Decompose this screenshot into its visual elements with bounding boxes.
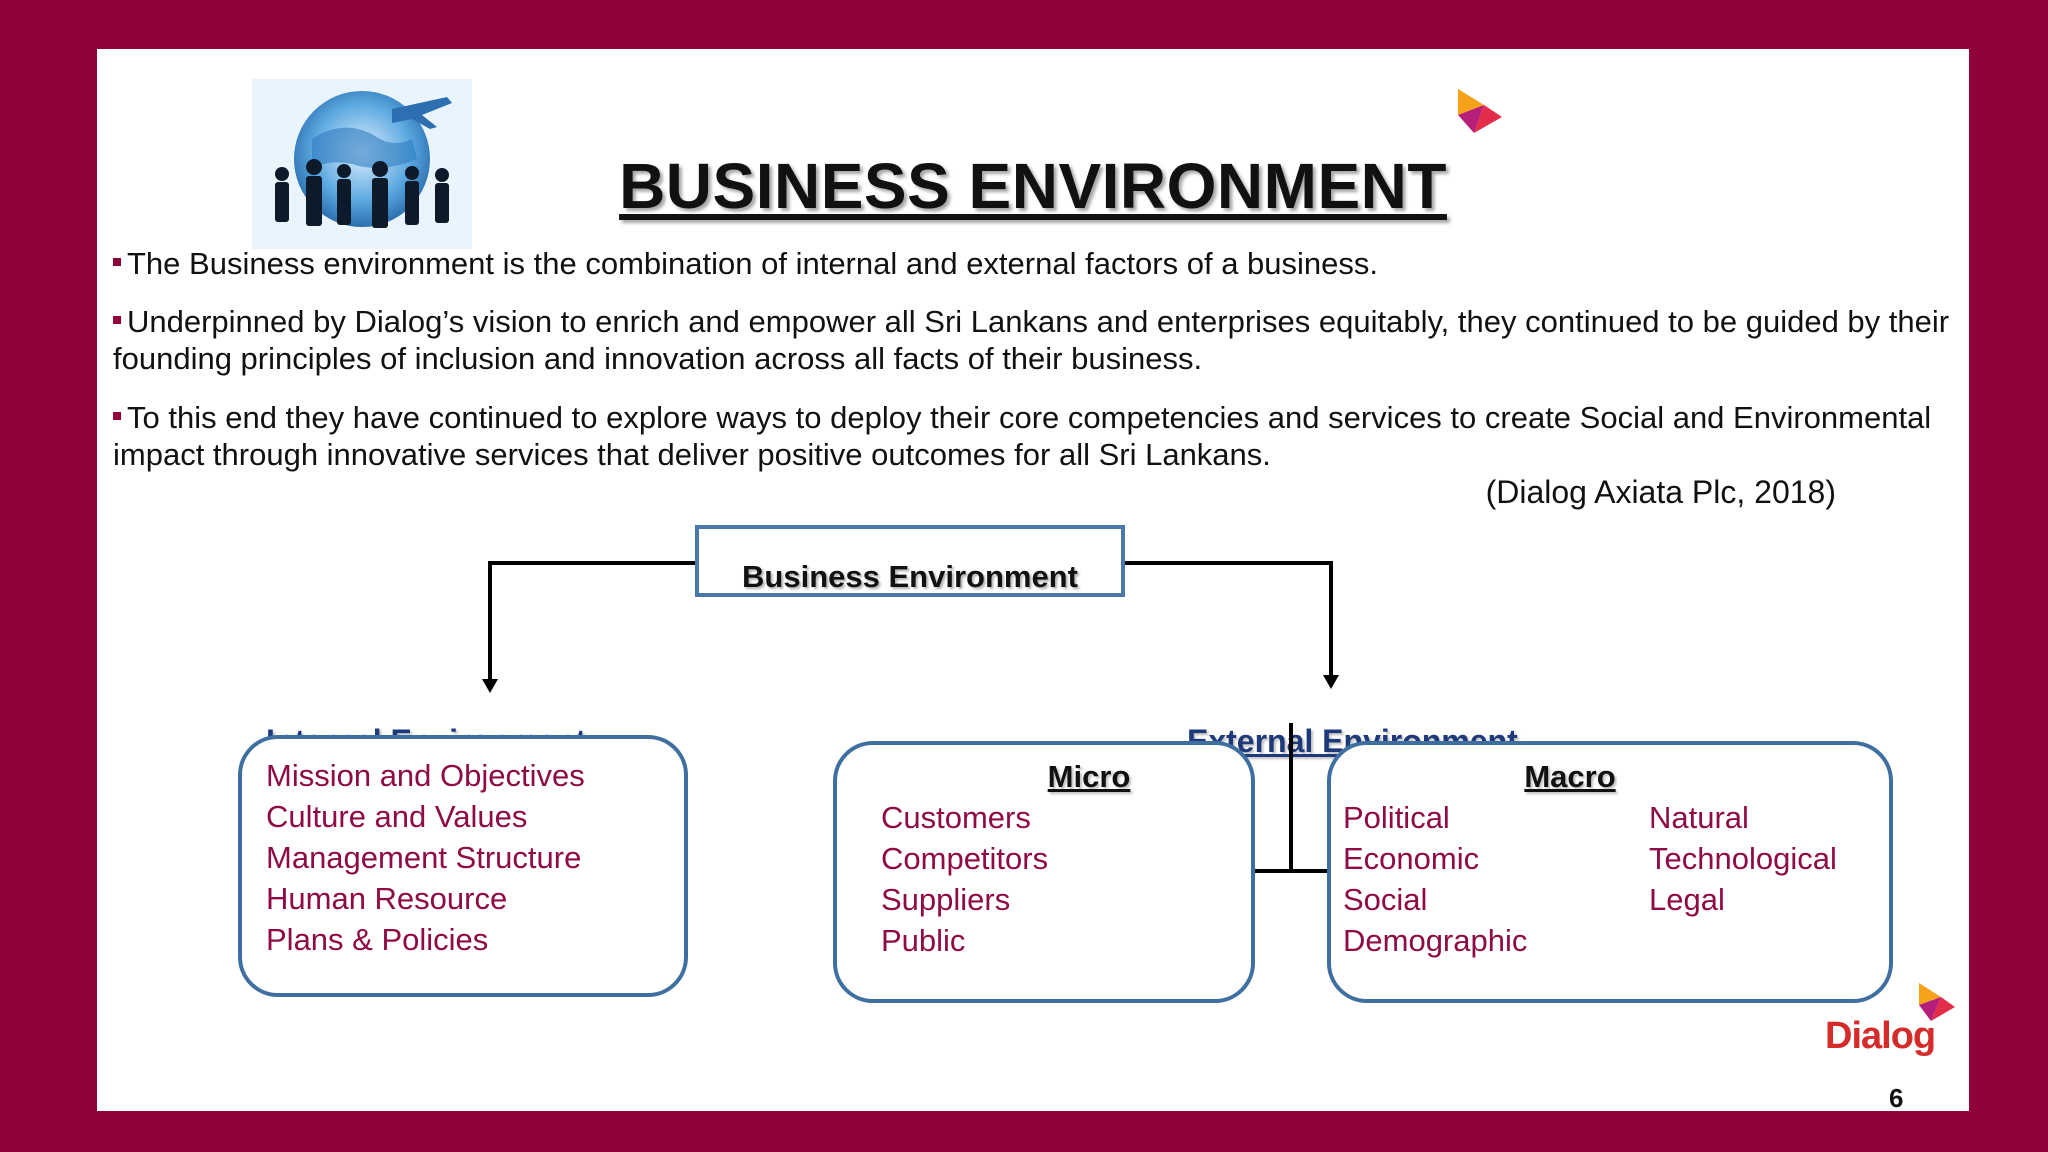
business-environment-label: Business Environment (742, 559, 1078, 594)
list-item: Customers (881, 800, 1031, 835)
page-title: BUSINESS ENVIRONMENT (619, 150, 1447, 222)
macro-items-col2: Natural Technological Legal (1649, 797, 1837, 920)
micro-heading: Micro (1047, 759, 1131, 794)
paragraph-3: To this end they have continued to explo… (113, 400, 1932, 472)
list-item: Economic (1343, 841, 1480, 876)
list-item: Mission and Objectives (266, 758, 585, 793)
list-item: Social (1343, 882, 1428, 917)
dialog-logo-text: Dialog (1825, 1015, 1936, 1057)
macro-environment-box: Macro Political Economic Social Demograp… (1327, 741, 1893, 1003)
list-item: Technological (1649, 841, 1837, 876)
slide: BUSINESS ENVIRONMENT The Business enviro… (97, 49, 1969, 1113)
internal-environment-box: Mission and Objectives Culture and Value… (238, 735, 688, 997)
internal-items-list: Mission and Objectives Culture and Value… (266, 755, 585, 960)
arrow-down-icon (1323, 675, 1339, 689)
micro-environment-box: Micro Customers Competitors Suppliers Pu… (833, 741, 1255, 1003)
connector-left-horizontal (488, 561, 695, 565)
bullet-icon (113, 315, 121, 324)
connector-right-horizontal (1125, 561, 1331, 565)
macro-items-col1: Political Economic Social Demographic (1343, 797, 1527, 961)
connector-external-horizontal (1255, 869, 1327, 873)
list-item: Plans & Policies (266, 922, 489, 957)
dialog-logo-mark-icon (1458, 89, 1502, 133)
list-item: Natural (1649, 800, 1749, 835)
connector-left-vertical (488, 561, 492, 683)
page-number: 6 (1889, 1083, 1904, 1113)
list-item: Demographic (1343, 923, 1528, 958)
connector-right-vertical (1329, 561, 1333, 679)
list-item: Management Structure (266, 840, 582, 875)
paragraph-2: Underpinned by Dialog’s vision to enrich… (113, 304, 1950, 376)
connector-external-vertical (1289, 723, 1293, 871)
business-environment-box: Business Environment (695, 525, 1125, 597)
paragraph-1: The Business environment is the combinat… (113, 245, 1953, 282)
list-item: Culture and Values (266, 799, 528, 834)
bullet-icon (113, 257, 121, 266)
list-item: Human Resource (266, 881, 508, 916)
list-item: Political (1343, 800, 1450, 835)
globe-business-people-icon (252, 79, 472, 249)
list-item: Legal (1649, 882, 1725, 917)
dialog-logo-icon (1919, 983, 1955, 1021)
macro-heading: Macro (1524, 759, 1616, 794)
arrow-down-icon (482, 679, 498, 693)
list-item: Suppliers (881, 882, 1011, 917)
bullet-icon (113, 411, 121, 420)
list-item: Public (881, 923, 966, 958)
micro-items-list: Customers Competitors Suppliers Public (881, 797, 1048, 961)
citation: (Dialog Axiata Plc, 2018) (1485, 474, 1836, 510)
list-item: Competitors (881, 841, 1049, 876)
